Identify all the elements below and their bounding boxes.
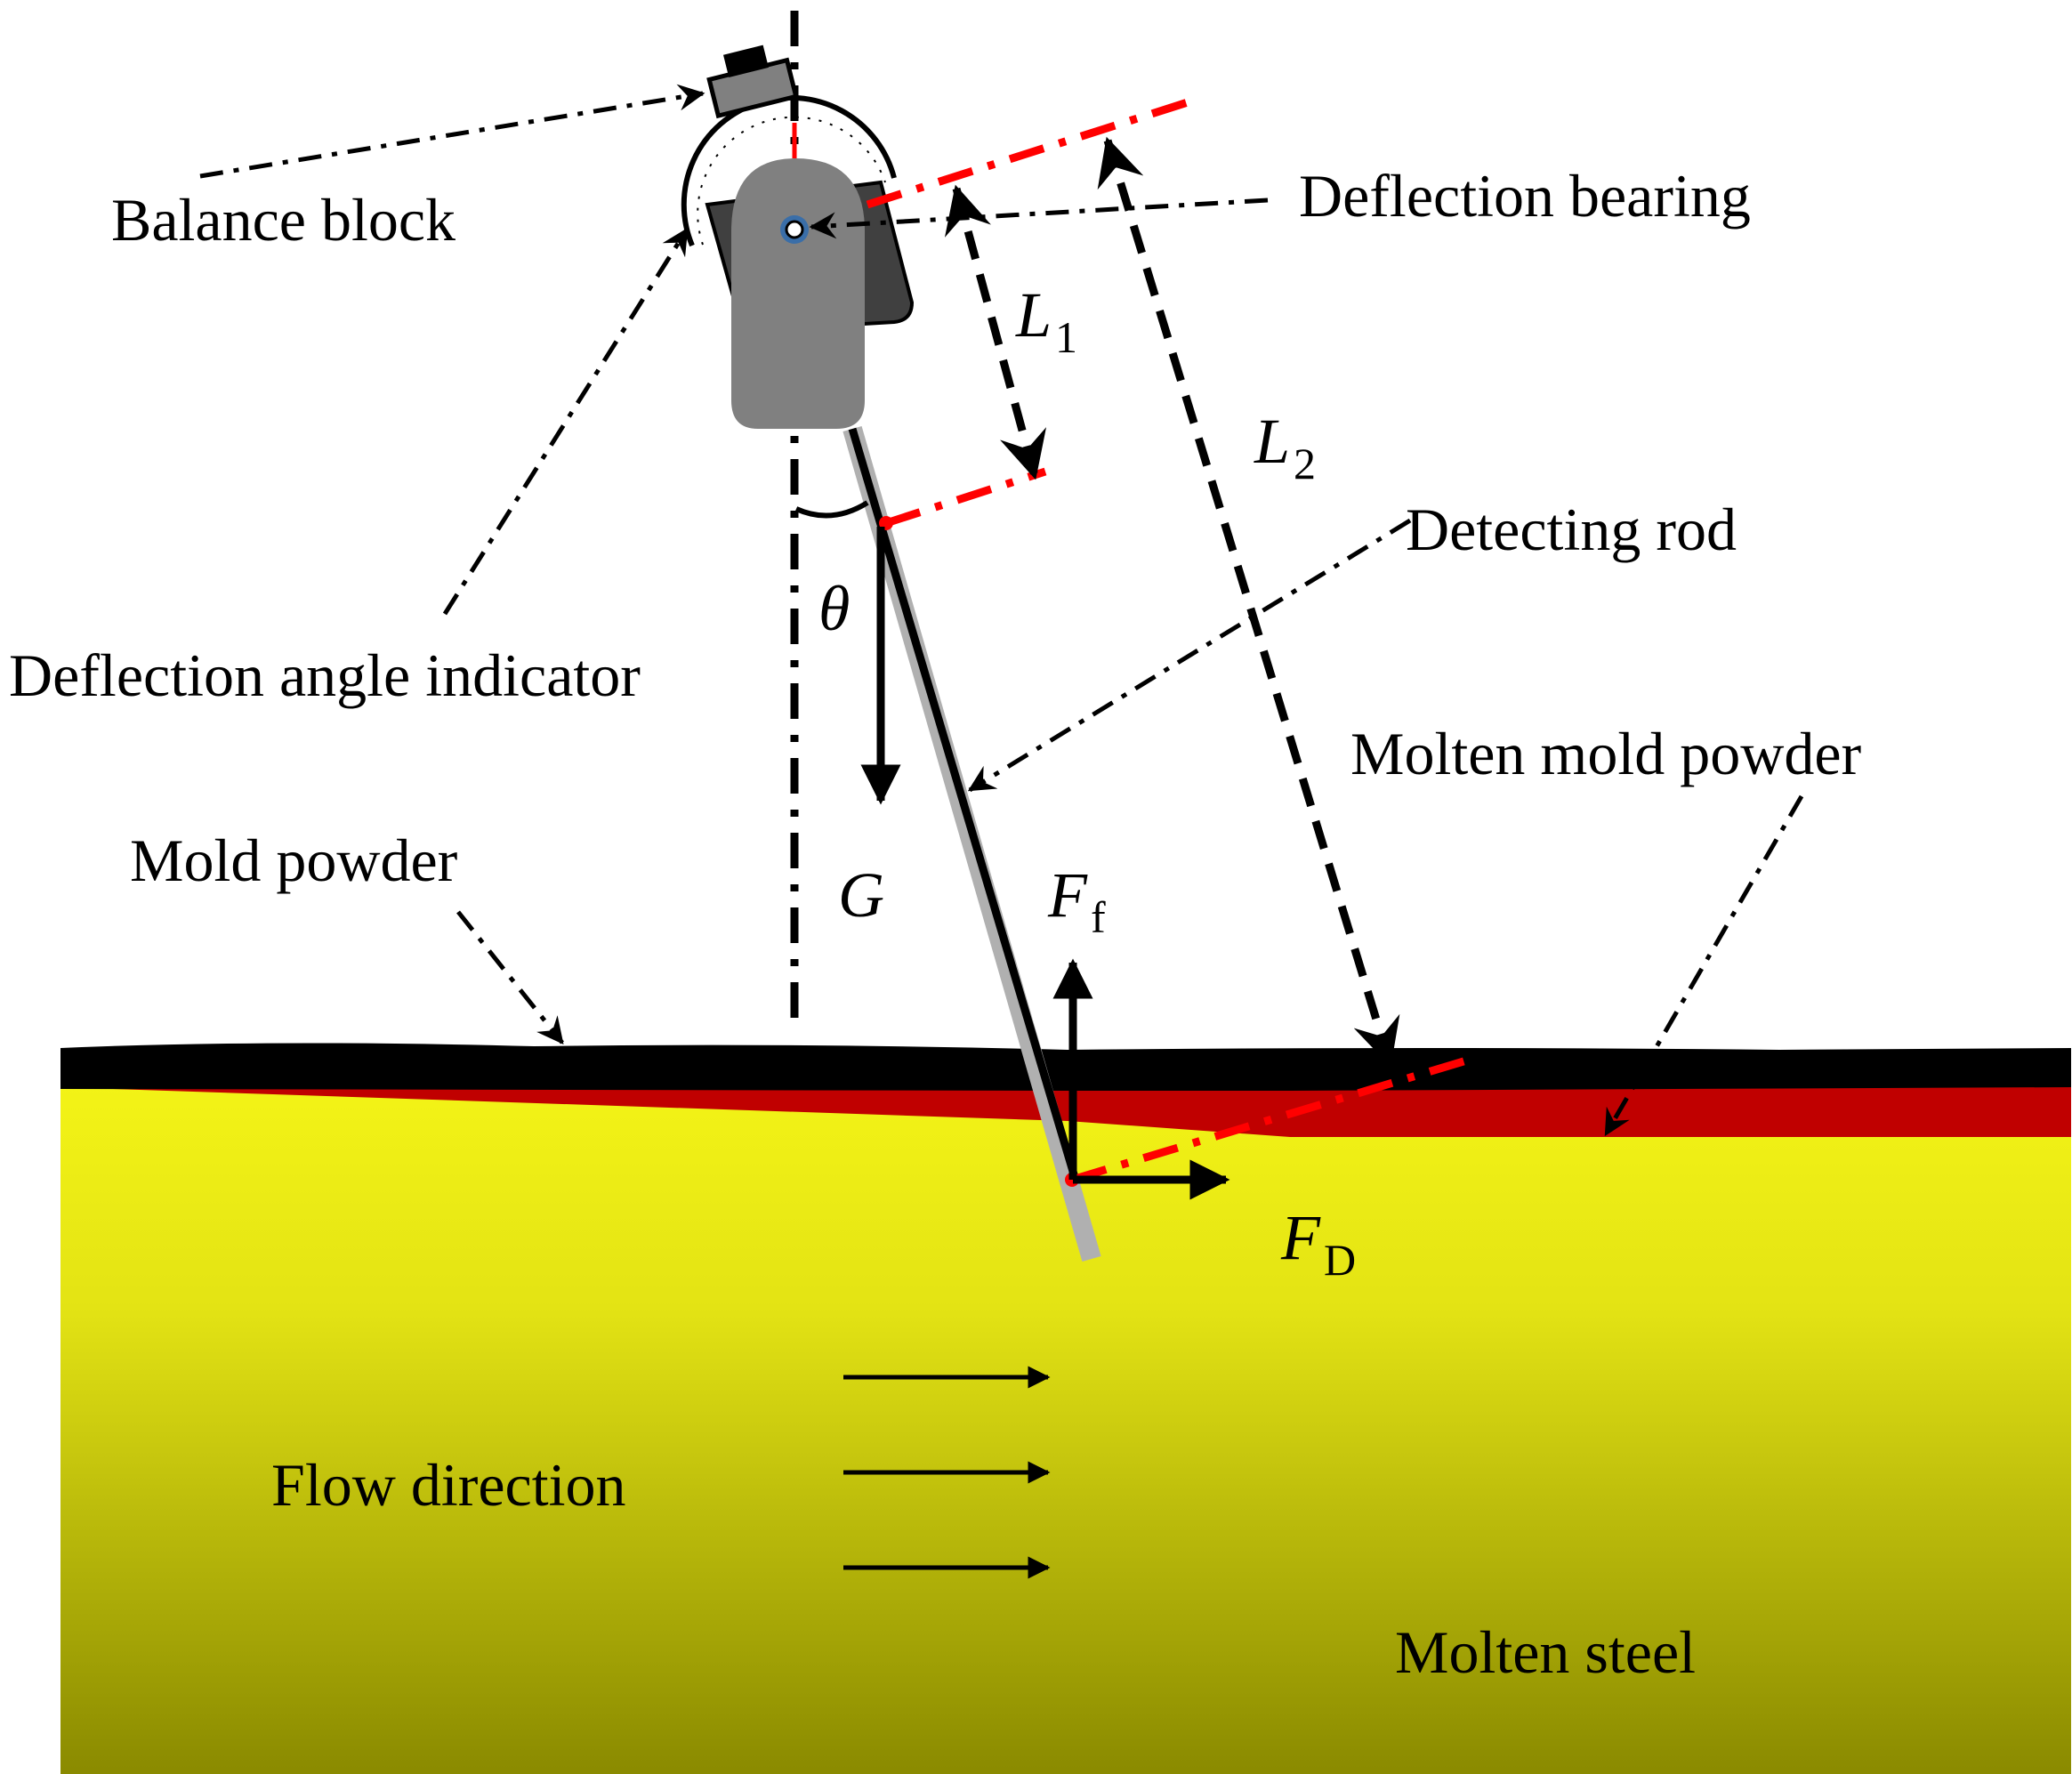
deflection-angle-indicator-label: Deflection angle indicator bbox=[9, 641, 641, 709]
L1-dimension-arrow bbox=[944, 184, 1047, 480]
deflection-bearing-icon bbox=[780, 215, 809, 244]
L1-symbol: L1 bbox=[1015, 279, 1077, 362]
dimension-reference-lines bbox=[866, 98, 1474, 1184]
gravity-symbol: G bbox=[838, 859, 884, 931]
molten-mold-powder-label: Molten mold powder bbox=[1350, 720, 1862, 787]
sensor-housing bbox=[731, 158, 865, 429]
balance-block-label: Balance block bbox=[111, 186, 456, 254]
drag-force-symbol: FD bbox=[1280, 1202, 1356, 1285]
deflection-bearing-label: Deflection bearing bbox=[1299, 162, 1751, 230]
detecting-rod bbox=[848, 427, 1081, 1185]
detecting-rod-label: Detecting rod bbox=[1406, 496, 1737, 563]
balance-block-icon bbox=[706, 44, 799, 119]
mold-powder-label: Mold powder bbox=[130, 827, 458, 894]
theta-symbol: θ bbox=[818, 573, 850, 644]
buoyancy-force-symbol: Ff bbox=[1047, 859, 1106, 942]
molten-steel-label: Molten steel bbox=[1395, 1618, 1696, 1686]
theta-angle-arc bbox=[794, 500, 869, 519]
mold-powder-layer bbox=[60, 1043, 2071, 1091]
leader-lines bbox=[199, 84, 1804, 1137]
flow-direction-label: Flow direction bbox=[271, 1451, 626, 1519]
flow-direction-arrows bbox=[843, 1366, 1051, 1579]
L2-dimension-arrow bbox=[1097, 136, 1400, 1068]
L2-symbol: L2 bbox=[1254, 406, 1316, 488]
